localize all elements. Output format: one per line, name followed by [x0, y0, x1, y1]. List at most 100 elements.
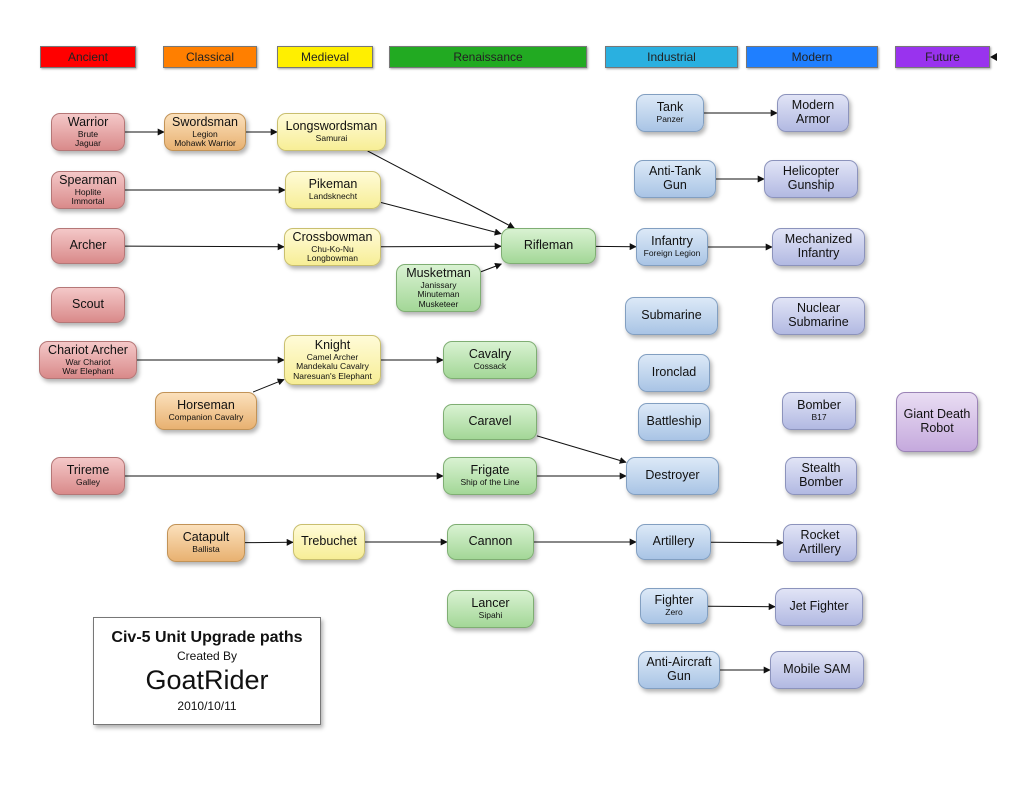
- unit-name: Mechanized Infantry: [784, 232, 853, 260]
- unit-gdr: Giant Death Robot: [896, 392, 978, 452]
- unit-variant: Musketeer: [418, 298, 459, 309]
- unit-destroyer: Destroyer: [626, 457, 719, 495]
- unit-name: Lancer: [471, 596, 510, 611]
- upgrade-arrow-pikeman-rifleman: [380, 201, 502, 236]
- upgrade-arrow-longswordsman-rifleman: [367, 150, 515, 229]
- era-medieval: Medieval: [277, 46, 373, 68]
- era-ancient: Ancient: [40, 46, 136, 68]
- unit-name: Mobile SAM: [783, 662, 851, 677]
- unit-name: Helicopter Gunship: [782, 164, 840, 192]
- unit-variant: Jaguar: [75, 137, 101, 148]
- unit-name: Jet Fighter: [789, 599, 849, 614]
- era-classical: Classical: [163, 46, 257, 68]
- unit-modernarmor: Modern Armor: [777, 94, 849, 132]
- unit-caravel: Caravel: [443, 404, 537, 440]
- unit-variant: War Chariot: [65, 356, 111, 367]
- unit-jetfighter: Jet Fighter: [775, 588, 863, 626]
- unit-variant: Immortal: [71, 195, 105, 206]
- unit-name: Horseman: [177, 398, 235, 413]
- unit-mobilesam: Mobile SAM: [770, 651, 864, 689]
- unit-variant: Longbowman: [306, 252, 359, 263]
- unit-variant: War Elephant: [62, 365, 114, 376]
- unit-name: Pikeman: [308, 177, 358, 192]
- unit-name: Submarine: [641, 308, 702, 323]
- upgrade-arrow-archer-crossbowman: [124, 243, 285, 251]
- author-name: GoatRider: [145, 665, 269, 695]
- unit-variant: Panzer: [656, 114, 684, 125]
- unit-name: Ironclad: [651, 365, 697, 380]
- unit-name: Trireme: [66, 463, 110, 478]
- unit-name: Spearman: [59, 172, 117, 187]
- unit-battleship: Battleship: [638, 403, 710, 441]
- unit-name: Battleship: [646, 414, 702, 429]
- unit-name: Swordsman: [172, 114, 238, 129]
- unit-antiair: Anti-Aircraft Gun: [638, 651, 720, 689]
- unit-name: Musketman: [406, 266, 471, 281]
- era-renaissance: Renaissance: [389, 46, 587, 68]
- unit-helicopter: Helicopter Gunship: [764, 160, 858, 198]
- created-by-label: Created By: [176, 649, 238, 663]
- unit-nuclearsub: Nuclear Submarine: [772, 297, 865, 335]
- future-arrow-icon: [990, 53, 997, 61]
- unit-variant: Galley: [75, 477, 101, 488]
- unit-name: Bomber: [797, 398, 841, 413]
- credit-box: Civ-5 Unit Upgrade paths Created By Goat…: [93, 617, 321, 725]
- unit-name: Longswordsman: [285, 119, 378, 134]
- unit-variant: Foreign Legion: [643, 248, 701, 259]
- unit-name: Giant Death Robot: [903, 407, 971, 435]
- unit-name: Scout: [72, 297, 104, 312]
- unit-name: Cavalry: [468, 347, 512, 362]
- unit-name: Rocket Artillery: [799, 528, 841, 556]
- unit-name: Cannon: [468, 534, 513, 549]
- upgrade-arrow-horseman-knight: [252, 378, 285, 393]
- unit-mechinf: Mechanized Infantry: [772, 228, 865, 266]
- unit-variant: Ballista: [192, 544, 220, 555]
- unit-archer: Archer: [51, 228, 125, 264]
- unit-name: Modern Armor: [791, 98, 835, 126]
- unit-name: Rifleman: [523, 238, 574, 253]
- unit-rifleman: Rifleman: [501, 228, 596, 264]
- unit-variant: Brute: [77, 128, 99, 139]
- era-future: Future: [895, 46, 990, 68]
- unit-variant: Landsknecht: [308, 191, 358, 202]
- unit-name: Anti-Tank Gun: [648, 164, 702, 192]
- unit-name: Crossbowman: [292, 229, 373, 244]
- unit-variant: Samurai: [315, 133, 348, 144]
- unit-variant: Sipahi: [478, 610, 503, 621]
- unit-name: Frigate: [470, 463, 510, 478]
- unit-name: Fighter: [654, 593, 694, 608]
- unit-variant: Zero: [665, 607, 683, 618]
- unit-name: Warrior: [67, 114, 109, 129]
- creation-date: 2010/10/11: [177, 699, 237, 713]
- unit-variant: Naresuan's Elephant: [293, 370, 372, 381]
- unit-name: Anti-Aircraft Gun: [646, 655, 712, 683]
- unit-variant: Hoplite: [74, 186, 102, 197]
- unit-scout: Scout: [51, 287, 125, 323]
- unit-variant: Minuteman: [417, 289, 460, 300]
- unit-variant: Ship of the Line: [460, 477, 520, 488]
- unit-variant: Chu-Ko-Nu: [311, 243, 354, 254]
- unit-ironclad: Ironclad: [638, 354, 710, 392]
- unit-rocketart: Rocket Artillery: [783, 524, 857, 562]
- unit-antitank: Anti-Tank Gun: [634, 160, 716, 198]
- unit-variant: B17: [811, 412, 827, 423]
- unit-variant: Janissary: [420, 279, 457, 290]
- era-modern: Modern: [746, 46, 878, 68]
- unit-variant: Camel Archer: [306, 351, 359, 362]
- unit-variant: Mohawk Warrior: [174, 137, 236, 148]
